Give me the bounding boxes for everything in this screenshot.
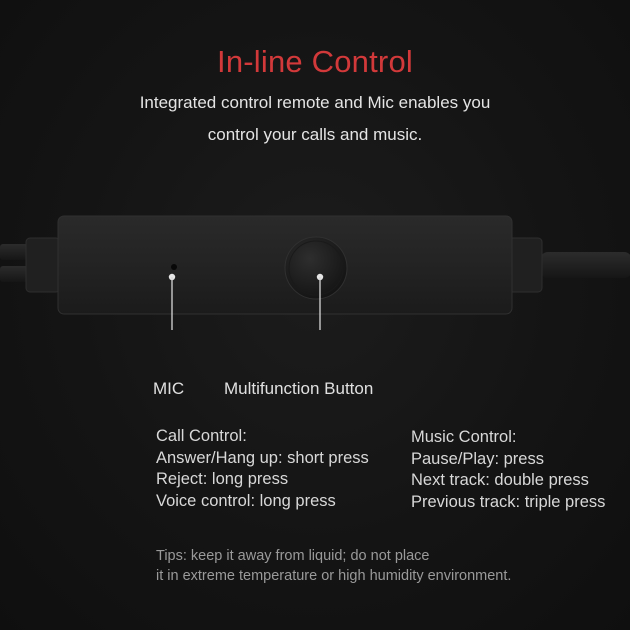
call-control-section: Call Control: Answer/Hang up: short pres… [156,426,369,512]
right-collar [507,237,543,293]
call-control-line: Reject: long press [156,470,289,488]
right-cable [540,252,630,278]
tips-line-1: Tips: keep it away from liquid; do not p… [156,548,430,564]
page-title: In-line Control [217,44,413,79]
subtitle-line-1: Integrated control remote and Mic enable… [139,93,491,112]
call-control-line: Voice control: long press [156,491,336,510]
subtitle-line-2: control your calls and music. [207,125,423,144]
left-cables [0,244,30,282]
multifunction-button-inner [288,240,344,296]
music-control-heading: Music Control: [411,428,517,446]
multifunction-button-label: Multifunction Button [224,379,374,398]
music-control-line: Previous track: triple press [411,492,606,511]
left-collar [25,237,61,293]
mic-hole [171,264,177,270]
tips-line-2: it in extreme temperature or high humidi… [156,568,512,584]
inline-remote-illustration [0,215,630,330]
music-control-section: Music Control: Pause/Play: press Next tr… [411,427,605,513]
call-control-heading: Call Control: [156,427,247,445]
music-control-line: Pause/Play: press [411,449,544,468]
call-control-line: Answer/Hang up: short press [156,448,369,467]
tips-note: Tips: keep it away from liquid; do not p… [156,546,511,586]
button-callout [316,273,324,330]
music-control-line: Next track: double press [411,471,589,489]
multifunction-button-shape [284,236,348,300]
mic-callout [168,273,176,330]
mic-label: MIC [153,379,185,398]
